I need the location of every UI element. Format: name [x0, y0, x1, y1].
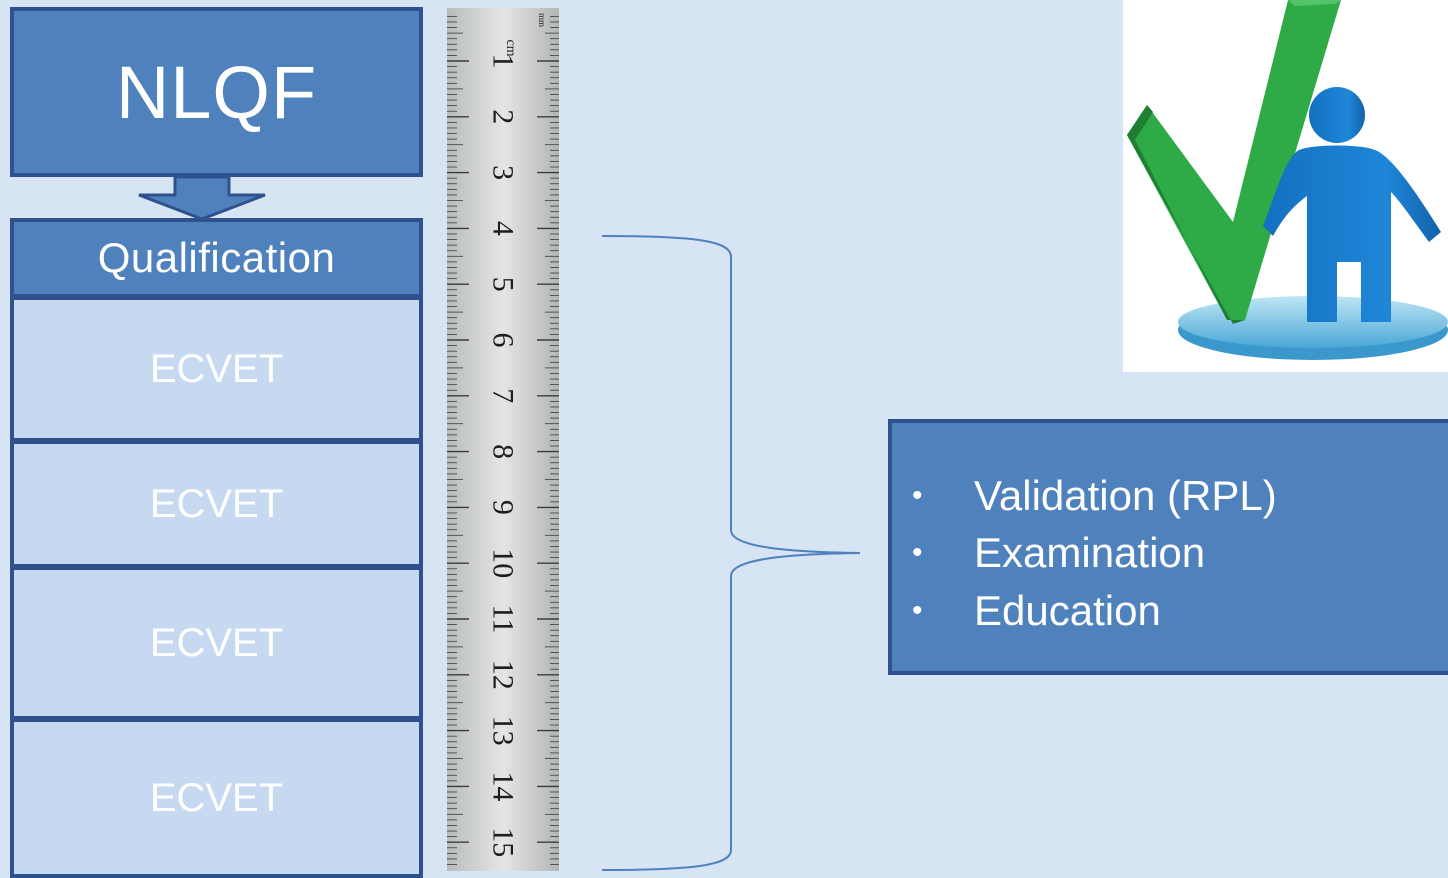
ruler-number: 13	[487, 716, 520, 746]
bullet: •	[912, 536, 923, 570]
ruler-body	[447, 8, 559, 871]
method-label: Education	[974, 586, 1161, 634]
ecvet-unit-box: ECVET	[10, 296, 423, 442]
ecvet-unit-box: ECVET	[10, 566, 423, 720]
ruler-number: 11	[487, 605, 520, 634]
ruler-number: 14	[487, 771, 520, 801]
checkmark-shadow	[1127, 105, 1245, 324]
ecvet-unit-box: ECVET	[10, 440, 423, 568]
ecvet-unit-label: ECVET	[149, 620, 284, 665]
nlqf-box: NLQF	[10, 7, 423, 177]
list-item: • Education	[912, 582, 1448, 640]
checkmark-shape	[1127, 0, 1341, 320]
person-head	[1309, 87, 1365, 143]
ecvet-unit-label: ECVET	[149, 346, 284, 391]
list-item: • Examination	[912, 525, 1448, 583]
ruler-unit-mm: mm	[537, 13, 547, 27]
ecvet-unit-label: ECVET	[149, 481, 284, 526]
assessment-methods-box: • Validation (RPL) • Examination • Educa…	[888, 419, 1448, 675]
method-label: Validation (RPL)	[974, 471, 1277, 519]
ruler-number: 8	[487, 444, 520, 459]
qualification-box: Qualification	[10, 218, 423, 298]
ruler-number: 5	[487, 277, 520, 292]
checkmark-highlight	[1288, 0, 1341, 6]
method-label: Examination	[974, 529, 1206, 577]
ruler-number: 3	[487, 165, 520, 180]
methods-list: • Validation (RPL) • Examination • Educa…	[912, 467, 1448, 640]
person-body	[1263, 145, 1441, 322]
nlqf-title: NLQF	[115, 50, 318, 134]
ruler-number: 12	[487, 660, 520, 690]
ruler-number: 2	[487, 109, 520, 124]
ruler-number: 9	[486, 500, 519, 515]
ruler-number: 1	[487, 54, 520, 69]
ruler-number: 15	[487, 827, 520, 857]
checkmark-person-icon	[1127, 0, 1448, 360]
bullet: •	[912, 478, 923, 512]
bullet: •	[912, 593, 923, 627]
validation-illustration	[1123, 0, 1448, 372]
ruler-number: 10	[487, 548, 520, 578]
ruler-number: 6	[487, 333, 520, 348]
ruler-ticks	[447, 15, 559, 865]
ruler-number: 4	[487, 221, 520, 236]
ecvet-unit-box: ECVET	[10, 718, 423, 878]
down-arrow-icon	[138, 175, 266, 221]
qualification-label: Qualification	[97, 234, 336, 281]
ecvet-unit-label: ECVET	[149, 775, 284, 820]
list-item: • Validation (RPL)	[912, 467, 1448, 525]
ruler-number: 7	[487, 388, 520, 403]
ruler-unit-cm: cm	[503, 39, 518, 56]
curly-brace-icon	[601, 235, 861, 871]
